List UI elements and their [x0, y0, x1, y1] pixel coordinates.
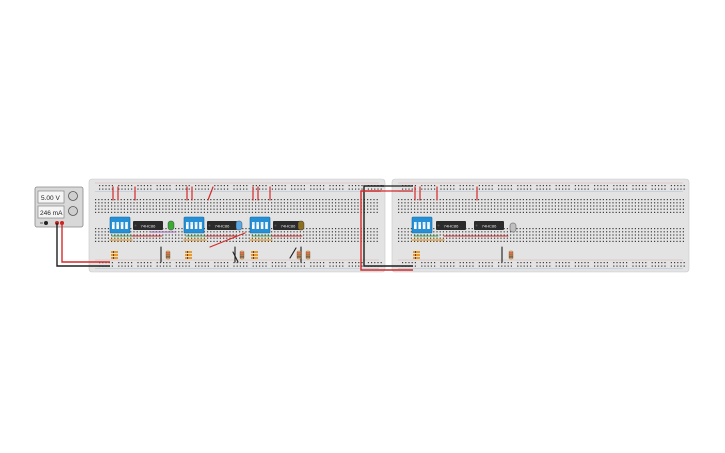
dip-switch-lever[interactable]: [120, 222, 124, 229]
resistor-bank-row: [185, 254, 192, 256]
ic-label: 74HC86: [281, 223, 296, 228]
ic-chip[interactable]: 74HC86: [273, 221, 303, 230]
current-display: [37, 205, 65, 219]
wire-vcc-supply: [61, 223, 110, 263]
ic-chip[interactable]: 74HC86: [133, 221, 163, 230]
resistor-bank-row: [185, 251, 192, 253]
dip-switch-lever[interactable]: [190, 222, 193, 229]
resistor[interactable]: [305, 250, 311, 260]
ic-body[interactable]: [133, 221, 163, 230]
resistor-bank[interactable]: [111, 251, 118, 259]
jumper-wire[interactable]: [209, 232, 246, 248]
ic-label: 74HC86: [141, 223, 156, 228]
ic-label: 74HC86: [215, 223, 230, 228]
led[interactable]: [235, 220, 243, 231]
resistor-bank-row: [413, 257, 420, 259]
ground-terminal-icon[interactable]: [44, 221, 48, 225]
ic-body[interactable]: [436, 221, 466, 230]
breadboard-1-holes: [95, 182, 382, 269]
dip-switch-lever[interactable]: [194, 222, 198, 229]
resistor-bank-row: [251, 254, 258, 256]
dip-switch-lever[interactable]: [422, 222, 426, 229]
resistor[interactable]: [508, 250, 514, 260]
dip-switch-lever[interactable]: [427, 222, 430, 229]
dip-switch[interactable]: [109, 216, 131, 234]
led-body[interactable]: [509, 222, 517, 233]
resistor-bank-row: [413, 251, 420, 253]
ic-chip[interactable]: 74HC86: [207, 221, 237, 230]
led-body[interactable]: [235, 220, 243, 231]
ic-notch: [437, 224, 440, 227]
led[interactable]: [509, 222, 517, 233]
voltage-readout: 5.00 V: [41, 195, 60, 202]
dip-switch-lever[interactable]: [125, 222, 128, 229]
ic-notch: [208, 224, 211, 227]
resistor-bank-row: [111, 254, 118, 256]
dip-switch-lever[interactable]: [414, 222, 417, 229]
dip-switch-lever[interactable]: [265, 222, 268, 229]
dip-switch-body[interactable]: [183, 216, 205, 234]
ic-label: 74HC86: [444, 223, 459, 228]
ic-notch: [134, 224, 137, 227]
wire-ground-supply: [56, 223, 110, 267]
ic-body[interactable]: [474, 221, 504, 230]
resistor-bank-row: [111, 251, 118, 253]
ic-chip[interactable]: 74HC86: [436, 221, 466, 230]
dip-switch-lever[interactable]: [112, 222, 115, 229]
jumper-wire[interactable]: [289, 247, 297, 259]
led[interactable]: [167, 220, 175, 231]
dip-switch-lever[interactable]: [186, 222, 189, 229]
led[interactable]: [297, 220, 305, 231]
led-body[interactable]: [297, 220, 305, 231]
jumper-wire[interactable]: [207, 186, 214, 201]
voltage-knob-icon[interactable]: [68, 191, 78, 201]
resistor-bank-row: [413, 254, 420, 256]
ic-body[interactable]: [273, 221, 303, 230]
board-link-wires[interactable]: [360, 185, 413, 271]
dip-switch-body[interactable]: [109, 216, 131, 234]
ic-body[interactable]: [207, 221, 237, 230]
supply-wires[interactable]: [56, 223, 110, 267]
resistor-bank-row: [185, 257, 192, 259]
ic-notch: [475, 224, 478, 227]
power-supply[interactable]: 5.00 V 246 mA: [34, 186, 84, 228]
voltage-display: [37, 190, 65, 204]
resistor-bank[interactable]: [251, 251, 258, 259]
resistor-bank-row: [251, 257, 258, 259]
dip-switch[interactable]: [249, 216, 271, 234]
dip-switch-body[interactable]: [411, 216, 433, 234]
breadboard-2-holes: [398, 182, 685, 269]
led-body[interactable]: [167, 220, 175, 231]
wire-ground-link: [363, 185, 413, 267]
current-readout: 246 mA: [40, 210, 63, 217]
resistor-bank[interactable]: [413, 251, 420, 259]
dip-switch-lever[interactable]: [418, 222, 421, 229]
dip-switch[interactable]: [411, 216, 433, 234]
resistor[interactable]: [296, 250, 302, 260]
dip-switch-lever[interactable]: [116, 222, 119, 229]
dip-switch-lever[interactable]: [199, 222, 202, 229]
resistor[interactable]: [239, 250, 245, 260]
jumper-wire[interactable]: [232, 251, 239, 263]
resistor-bank-row: [251, 251, 258, 253]
current-knob-icon[interactable]: [68, 206, 78, 216]
resistor-bank[interactable]: [185, 251, 192, 259]
dip-switch-lever[interactable]: [252, 222, 255, 229]
resistor-bank-row: [111, 257, 118, 259]
wire-vcc-link: [360, 190, 413, 271]
ic-label: 74HC86: [482, 223, 497, 228]
ic-notch: [274, 224, 277, 227]
dip-switch-lever[interactable]: [260, 222, 264, 229]
breadboard-2[interactable]: [391, 178, 690, 273]
ic-chip[interactable]: 74HC86: [474, 221, 504, 230]
dip-switch-body[interactable]: [249, 216, 271, 234]
dip-switch-lever[interactable]: [256, 222, 259, 229]
dip-switch[interactable]: [183, 216, 205, 234]
resistor[interactable]: [165, 250, 171, 260]
